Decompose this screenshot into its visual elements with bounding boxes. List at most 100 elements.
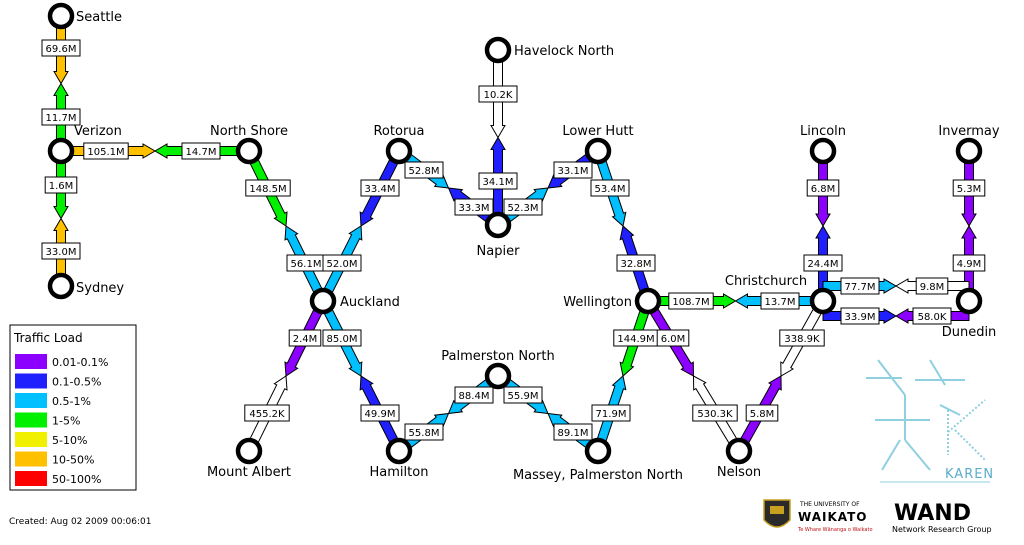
link-label-box: [760, 292, 800, 310]
node-circle: [47, 2, 75, 30]
link-label-text: 85.0M: [327, 334, 358, 345]
link-label-box: [322, 254, 362, 272]
link-label-box: [288, 329, 322, 347]
legend-item-label: 0.1-0.5%: [52, 376, 101, 389]
node-circle: [584, 437, 612, 465]
link-label-box: [656, 329, 690, 347]
link-label: 34.1M: [478, 172, 518, 190]
link-label: 52.3M: [503, 198, 543, 216]
link-label: 2.4M: [288, 329, 322, 347]
legend-item: 1-5%: [15, 412, 80, 428]
link-label: 455.2K: [244, 404, 290, 422]
legend-item: 5-10%: [15, 432, 87, 447]
node-label: North Shore: [210, 124, 288, 139]
node-circle: [385, 437, 413, 465]
waikato-top-text: THE UNIVERSITY OF: [799, 501, 860, 508]
link-label-text: 55.9M: [508, 391, 539, 402]
karen-logo: KAREN: [866, 359, 994, 483]
link-label-text: 5.3M: [957, 184, 982, 195]
link-label-text: 14.7M: [186, 147, 217, 158]
node-dunedin: Dunedin: [942, 287, 996, 340]
node-auckland: Auckland: [309, 287, 400, 315]
link-label: 55.8M: [404, 423, 444, 441]
legend-item: 0.5-1%: [15, 393, 91, 408]
link-label-text: 338.9K: [784, 334, 820, 345]
node-invermay: Invermay: [938, 124, 1000, 165]
link-label-text: 52.0M: [327, 259, 358, 270]
legend-item-label: 5-10%: [52, 434, 87, 447]
link-label: 33.3M: [454, 198, 494, 216]
node-label: Christchurch: [725, 274, 807, 289]
link-label-box: [503, 386, 543, 404]
link-label-text: 105.1M: [87, 147, 124, 158]
link-label: 55.9M: [503, 386, 543, 404]
link-label: 33.9M: [840, 307, 880, 325]
wand-subtitle: Network Research Group: [892, 525, 992, 534]
link-label: 11.7M: [41, 108, 81, 126]
node-label: Havelock North: [514, 44, 614, 59]
link-label-box: [404, 161, 444, 179]
node-label: Palmerston North: [441, 349, 554, 364]
link-label-text: 9.8M: [920, 282, 945, 293]
link-label-box: [181, 142, 221, 160]
link-label: 33.0M: [41, 242, 81, 260]
legend-item: 50-100%: [15, 471, 101, 486]
link-label-box: [806, 179, 840, 197]
wand-logo-text: WAND: [894, 501, 971, 526]
link-label-text: 58.0K: [918, 312, 947, 323]
waikato-crest-icon: [763, 499, 791, 528]
node-label: Mount Albert: [207, 465, 291, 480]
node-circle: [235, 437, 263, 465]
link-label-box: [360, 404, 400, 422]
node-label: Auckland: [340, 295, 400, 310]
node-northshore: North Shore: [210, 124, 288, 165]
link-label: 88.4M: [454, 386, 494, 404]
link-label-box: [779, 329, 825, 347]
link-label-box: [952, 254, 986, 272]
link-label: 105.1M: [83, 142, 129, 160]
link-label-box: [952, 179, 986, 197]
node-label: Hamilton: [370, 465, 429, 480]
link-label: 6.0M: [656, 329, 690, 347]
link-label: 144.9M: [613, 329, 659, 347]
link-label: 1.6M: [44, 176, 78, 194]
node-rotorua: Rotorua: [373, 124, 425, 165]
link-label-text: 33.3M: [459, 203, 490, 214]
node-circle: [309, 287, 337, 315]
waikato-name-text: WAIKATO: [798, 510, 868, 524]
node-label: Seattle: [76, 10, 122, 25]
node-circle: [47, 137, 75, 165]
link-label-box: [322, 329, 362, 347]
node-circle: [955, 287, 983, 315]
link-label-box: [478, 172, 518, 190]
link-label: 338.9K: [779, 329, 825, 347]
link-label-box: [668, 292, 714, 310]
link-label: 53.4M: [590, 179, 630, 197]
link-label-text: 13.7M: [765, 297, 796, 308]
karen-logo-text: KAREN: [945, 467, 994, 482]
legend-item-label: 10-50%: [52, 454, 94, 467]
link-label-box: [245, 179, 291, 197]
node-circle: [385, 137, 413, 165]
node-seattle: Seattle: [47, 2, 122, 30]
node-lincoln: Lincoln: [800, 124, 846, 165]
link-label-box: [915, 277, 949, 295]
link-label-text: 144.9M: [617, 334, 654, 345]
link-label-box: [41, 242, 81, 260]
link-label-box: [404, 423, 444, 441]
node-circle: [584, 137, 612, 165]
link-label-text: 10.2K: [484, 90, 513, 101]
link-label-text: 5.8M: [750, 409, 775, 420]
link-label-box: [44, 176, 78, 194]
link-label-text: 53.4M: [595, 184, 626, 195]
node-label: Sydney: [76, 281, 124, 296]
link-label-box: [454, 386, 494, 404]
link-label: 52.8M: [404, 161, 444, 179]
link-label: 33.1M: [553, 161, 593, 179]
legend-item: 10-50%: [15, 451, 94, 467]
link-label-text: 1.6M: [49, 181, 74, 192]
node-label: Verizon: [74, 124, 122, 139]
node-label: Lower Hutt: [562, 124, 633, 139]
link-label: 32.8M: [616, 254, 656, 272]
link-label-text: 52.8M: [409, 166, 440, 177]
